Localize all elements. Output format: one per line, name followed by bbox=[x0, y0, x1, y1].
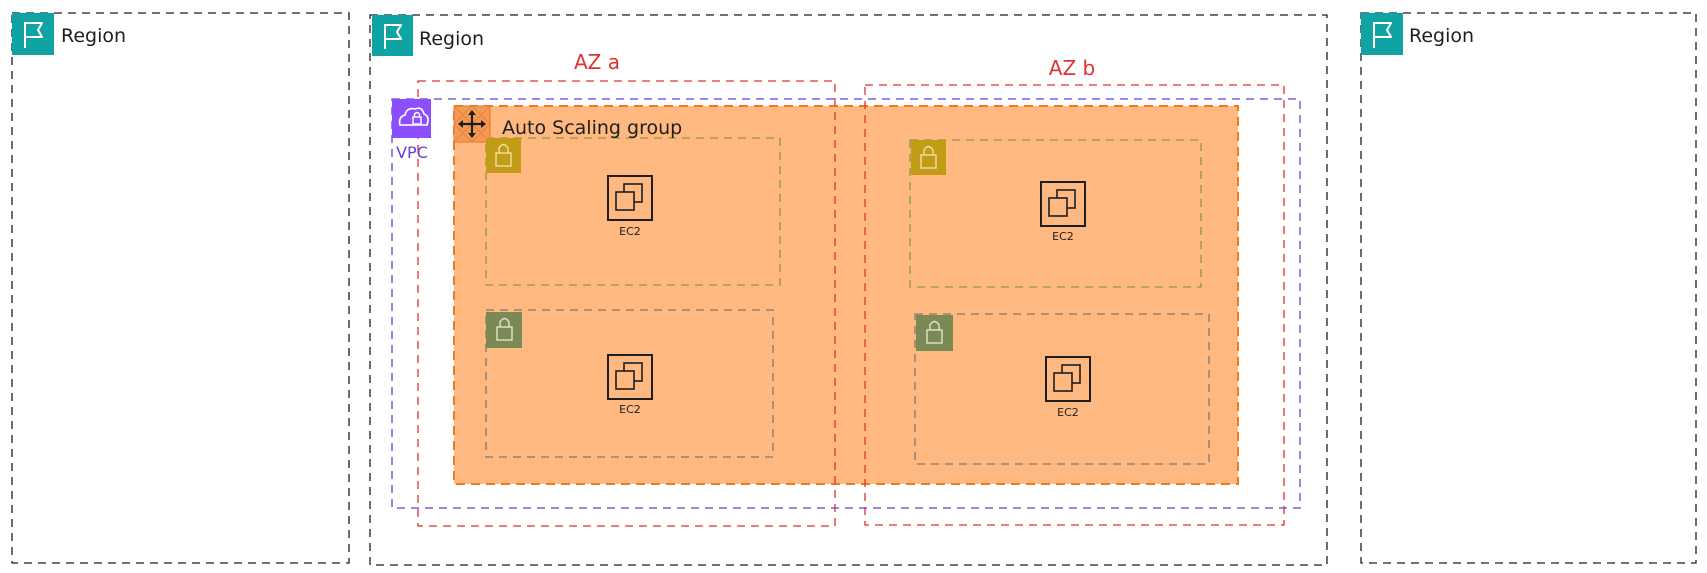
region-label: Region bbox=[61, 25, 126, 47]
region-label: Region bbox=[419, 28, 484, 50]
ec2-instance-az-a-private: EC2 bbox=[607, 354, 653, 416]
ec2-instance-az-b-public: EC2 bbox=[1040, 181, 1086, 243]
scaling-arrows-icon bbox=[453, 105, 491, 143]
region-middle: Region bbox=[369, 14, 1328, 566]
region-right-border bbox=[1360, 12, 1697, 564]
availability-zone-label: AZ b bbox=[1049, 56, 1095, 80]
ec2-instance-az-a-public: EC2 bbox=[607, 175, 653, 238]
availability-zone-a-border bbox=[417, 80, 836, 527]
region-middle-border bbox=[369, 14, 1328, 566]
ec2-label: EC2 bbox=[1057, 406, 1079, 419]
vpc: VPC bbox=[391, 98, 1301, 509]
region-right: Region bbox=[1360, 12, 1697, 564]
region-label: Region bbox=[1409, 25, 1474, 47]
auto-scaling-group-label: Auto Scaling group bbox=[502, 117, 682, 139]
private-subnet-az-b bbox=[914, 313, 1210, 465]
ec2-instance-icon bbox=[607, 175, 653, 221]
lock-icon bbox=[911, 140, 946, 175]
lock-icon bbox=[486, 312, 522, 348]
region-left: Region bbox=[11, 12, 350, 564]
availability-zone-b: AZ b bbox=[864, 56, 1285, 526]
private-subnet-az-a bbox=[485, 309, 774, 458]
public-subnet-az-a bbox=[485, 137, 781, 286]
ec2-label: EC2 bbox=[619, 403, 641, 416]
region-left-border bbox=[11, 12, 350, 564]
availability-zone-b-border bbox=[864, 84, 1285, 526]
auto-scaling-group-border bbox=[453, 105, 1239, 485]
flag-icon bbox=[372, 15, 413, 56]
availability-zone-a: AZ a bbox=[417, 50, 836, 527]
ec2-instance-icon bbox=[607, 354, 653, 400]
vpc-label: VPC bbox=[396, 143, 428, 162]
ec2-label: EC2 bbox=[619, 225, 641, 238]
ec2-instance-icon bbox=[1045, 356, 1091, 402]
flag-icon bbox=[1361, 13, 1403, 55]
public-subnet-az-b bbox=[909, 139, 1202, 288]
auto-scaling-group bbox=[453, 105, 1239, 485]
lock-icon bbox=[916, 315, 953, 351]
ec2-instance-icon bbox=[1040, 181, 1086, 227]
availability-zone-label: AZ a bbox=[574, 50, 620, 74]
lock-icon bbox=[486, 138, 521, 173]
ec2-label: EC2 bbox=[1052, 230, 1074, 243]
flag-icon bbox=[12, 13, 54, 55]
cloud-lock-icon bbox=[392, 99, 431, 138]
vpc-border bbox=[391, 98, 1301, 509]
ec2-instance-az-b-private: EC2 bbox=[1045, 356, 1091, 419]
